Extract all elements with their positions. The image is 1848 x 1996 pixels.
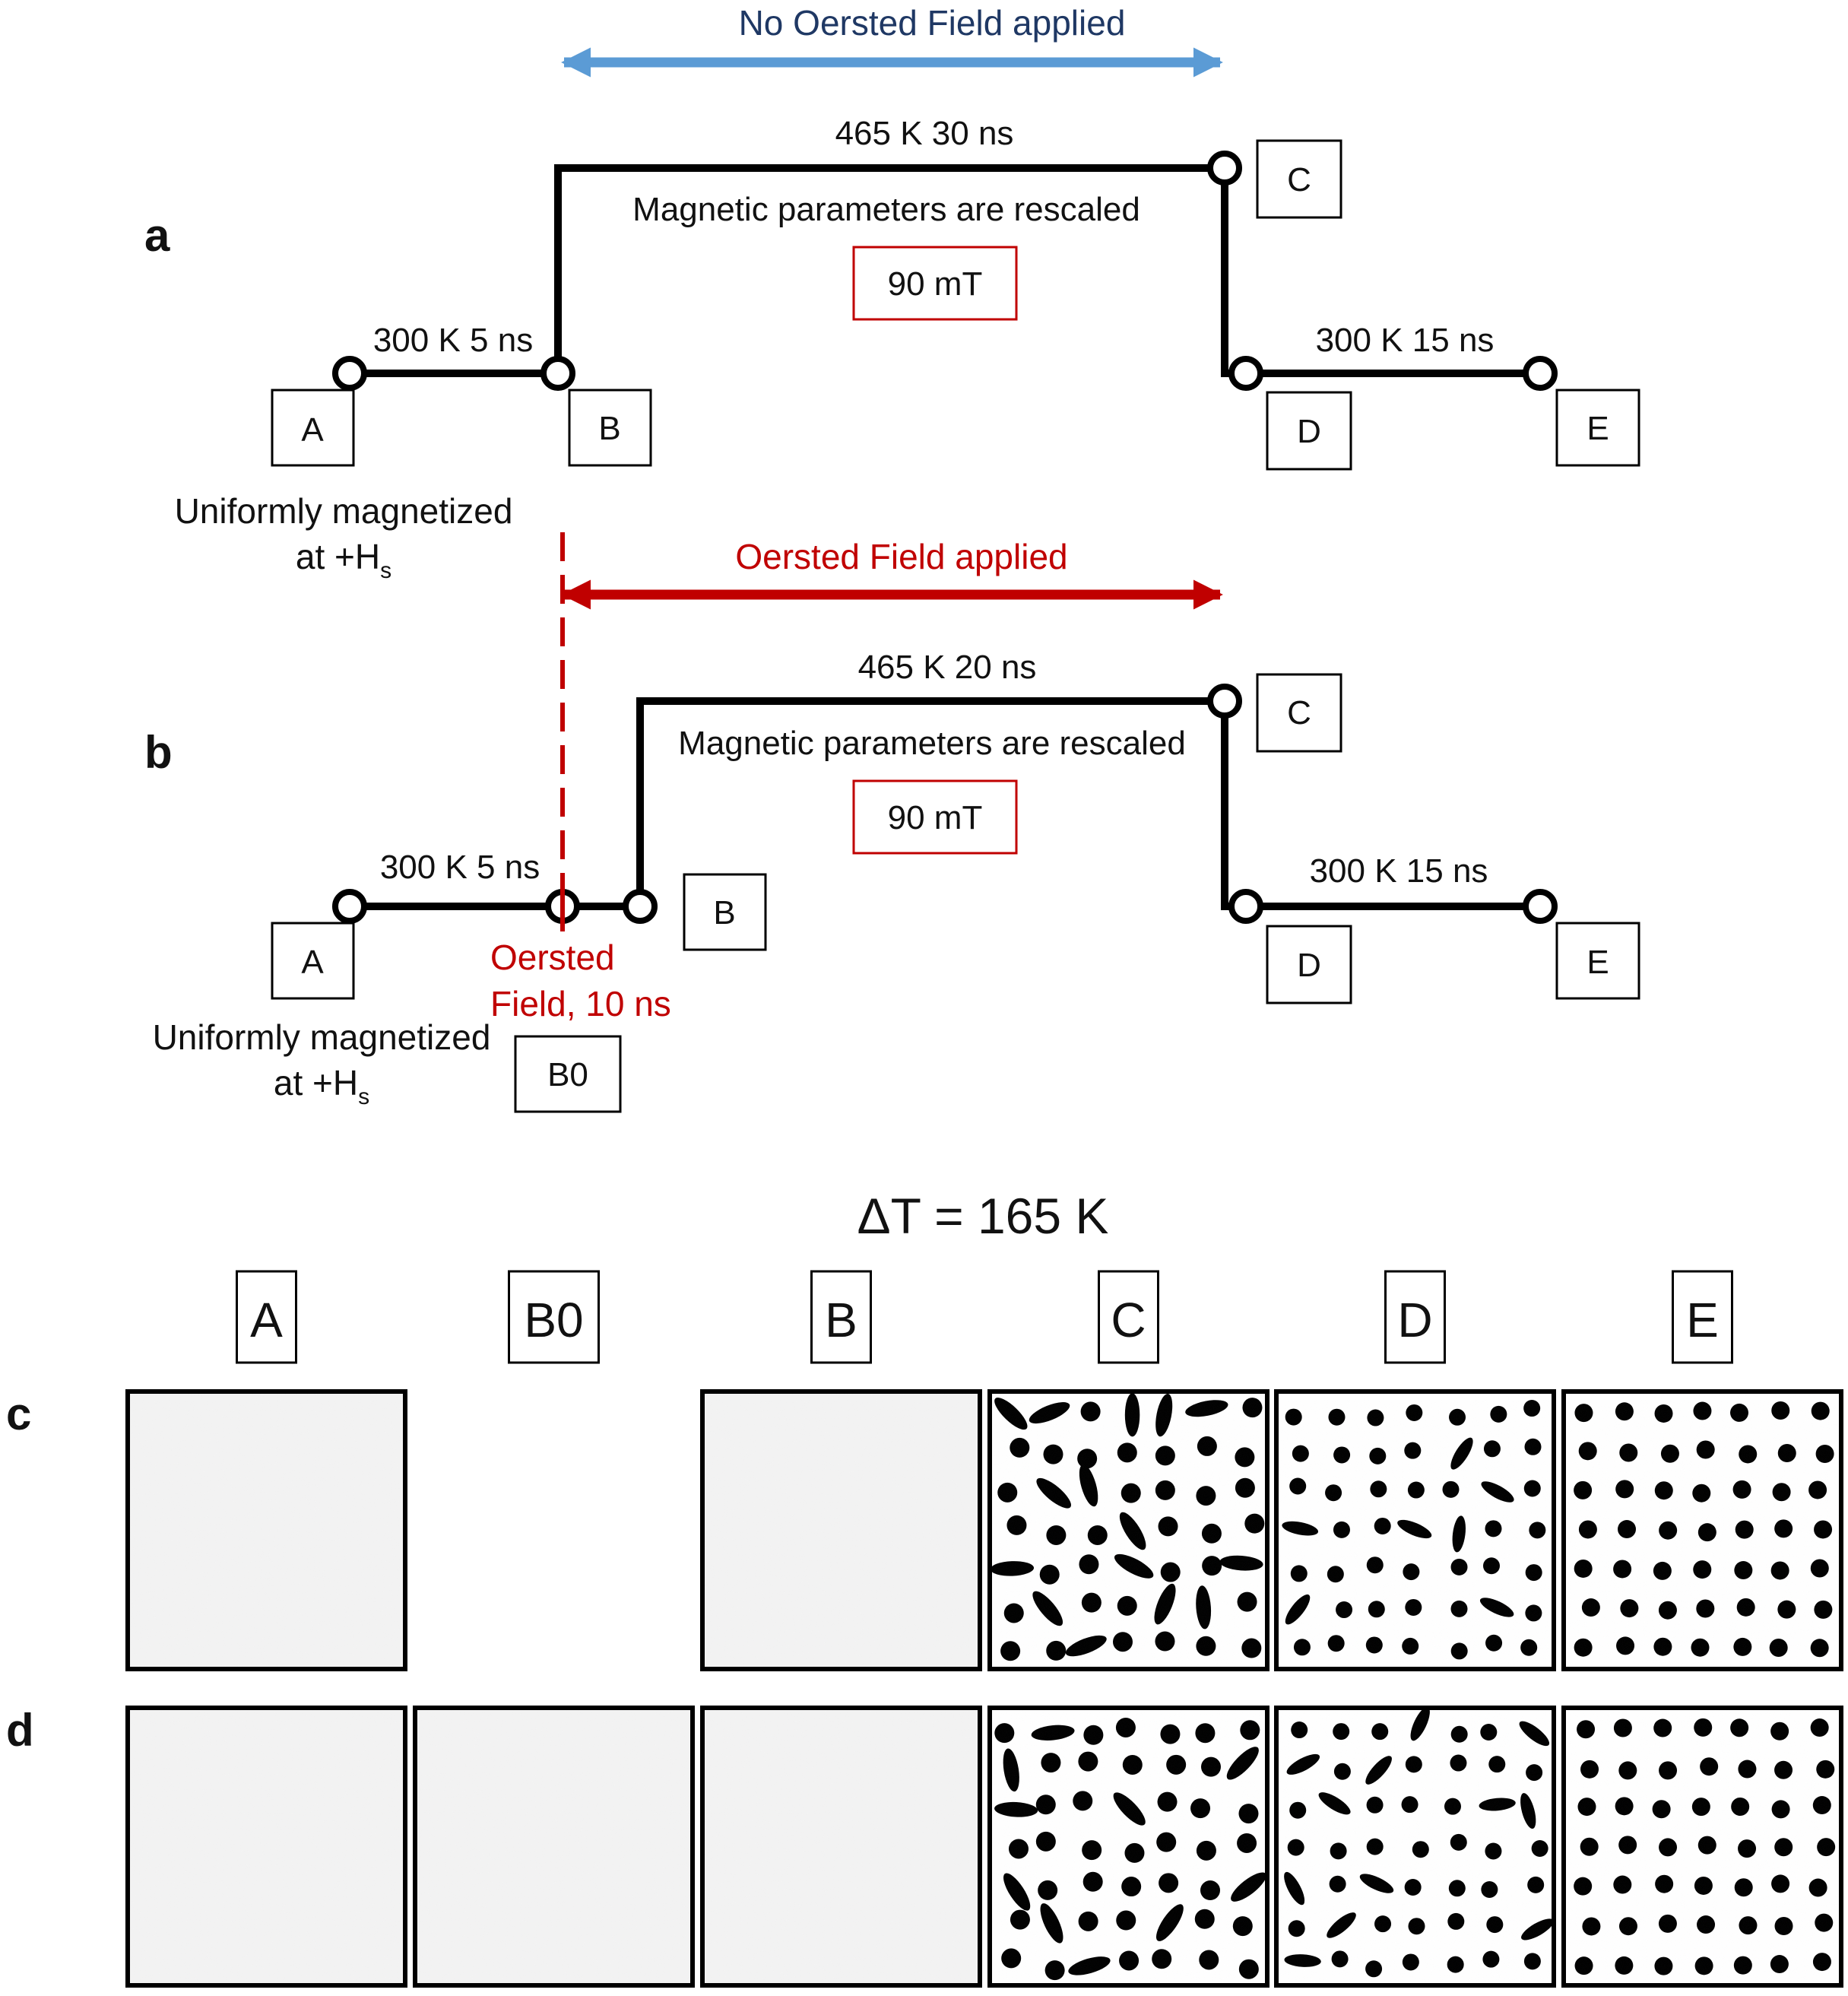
snapshots-title: ΔT = 165 K [857,1188,1109,1244]
column-header-b: B [825,1293,857,1347]
box-a-D [1266,391,1352,471]
point-b-A [332,889,367,924]
column-header-box-b0 [508,1270,600,1364]
start-note-a-line2: at +Hs [296,537,391,583]
box-b-A [271,922,355,1000]
column-header-b0: B0 [524,1293,583,1347]
point-a-D [1228,356,1263,391]
box-a-C [1256,139,1342,219]
snapshot-d-e [1561,1706,1843,1988]
point-b-E [1523,889,1558,924]
oersted-field-line2: Field, 10 ns [490,984,671,1023]
rescaled-b-label: Magnetic parameters are rescaled [678,725,1186,762]
panel-b-label: b [144,727,173,778]
stage-b-1-label: 300 K 5 ns [380,849,540,886]
box-a-B [568,389,652,467]
column-header-box-c [1098,1270,1159,1364]
box-b-D [1266,925,1352,1004]
column-header-box-b [810,1270,872,1364]
snapshot-grain [130,1394,403,1667]
field-b-label: 90 mT [888,799,983,836]
snapshot-d-b0 [413,1706,695,1988]
snapshot-row-c: c [6,1388,1843,1671]
panel-a-label: a [144,210,170,261]
snapshot-grain [1566,1710,1839,1983]
box-a-E [1555,389,1640,467]
no-oersted-label: No Oersted Field applied [739,3,1126,43]
box-a-E-label: E [1586,410,1609,447]
box-b-C [1256,673,1342,753]
snapshot-grain [1279,1710,1552,1983]
rescaled-a-label: Magnetic parameters are rescaled [632,191,1140,228]
oersted-label: Oersted Field applied [735,537,1067,576]
column-header-d: D [1397,1293,1432,1347]
row-label-d: d [6,1705,34,1756]
box-a-C-label: C [1287,161,1311,198]
field-a-box [852,246,1018,321]
point-b-D [1228,889,1263,924]
snapshot-grain [705,1710,978,1983]
point-a-A [332,356,367,391]
snapshot-grain [1279,1394,1552,1667]
snapshot-grain [130,1710,403,1983]
point-a-B [540,356,575,391]
stage-a-2-label: 465 K 30 ns [835,115,1014,152]
snapshot-row-d: d [6,1705,1843,1988]
point-b-C [1207,684,1242,719]
box-b-B0 [514,1035,622,1113]
snapshot-grain [705,1394,978,1667]
stage-b-2-label: 465 K 20 ns [858,649,1037,686]
stage-a-1-label: 300 K 5 ns [373,322,533,359]
column-header-c: C [1111,1293,1146,1347]
field-a-label: 90 mT [888,265,983,303]
snapshot-grain [992,1710,1265,1983]
column-header-box-d [1384,1270,1446,1364]
box-b-B [683,873,767,951]
box-b-B0-label: B0 [547,1056,588,1093]
start-note-b-line1: Uniformly magnetized [153,1017,491,1057]
box-a-D-label: D [1297,413,1321,450]
snapshot-grain [1566,1394,1839,1667]
point-a-E [1523,356,1558,391]
snapshot-d-d [1274,1706,1556,1988]
snapshot-d-c [987,1706,1270,1988]
box-a-A [271,389,355,467]
row-label-c: c [6,1388,31,1439]
snapshot-c-c [987,1389,1270,1671]
box-a-B-label: B [598,410,620,447]
snapshot-c-d [1274,1389,1556,1671]
point-a-C [1207,151,1242,186]
box-b-B-label: B [713,894,735,931]
oersted-field-line1: Oersted [490,938,615,977]
start-note-a-line1: Uniformly magnetized [175,491,513,531]
panel-a: a No Oersted Field applied 300 K 5 ns 46… [144,3,1640,583]
snapshot-c-e [1561,1389,1843,1671]
box-b-A-label: A [301,944,324,981]
box-a-A-label: A [301,411,324,449]
box-b-E-label: E [1586,944,1609,981]
snapshot-d-a [125,1706,407,1988]
snapshot-d-b [700,1706,982,1988]
column-header-a: A [250,1293,283,1347]
column-headers: A B0 B C D E [236,1270,1733,1364]
column-header-box-a [236,1270,297,1364]
box-b-E [1555,922,1640,1000]
stage-a-3-label: 300 K 15 ns [1316,322,1495,359]
snapshot-rows: cd [6,1388,1843,1988]
field-b-box [852,779,1018,855]
point-b-B [623,889,658,924]
snapshot-grain [417,1710,690,1983]
start-note-b-line2: at +Hs [274,1063,369,1109]
column-header-e: E [1686,1293,1719,1347]
panel-b: b Oersted Field applied 300 K 5 ns 465 K… [144,532,1640,1113]
box-b-D-label: D [1297,947,1321,984]
column-header-box-e [1672,1270,1733,1364]
snapshot-c-a [125,1389,407,1671]
snapshot-grain [992,1394,1265,1667]
snapshot-c-b [700,1389,982,1671]
stage-b-3-label: 300 K 15 ns [1310,852,1488,890]
box-b-C-label: C [1287,694,1311,731]
